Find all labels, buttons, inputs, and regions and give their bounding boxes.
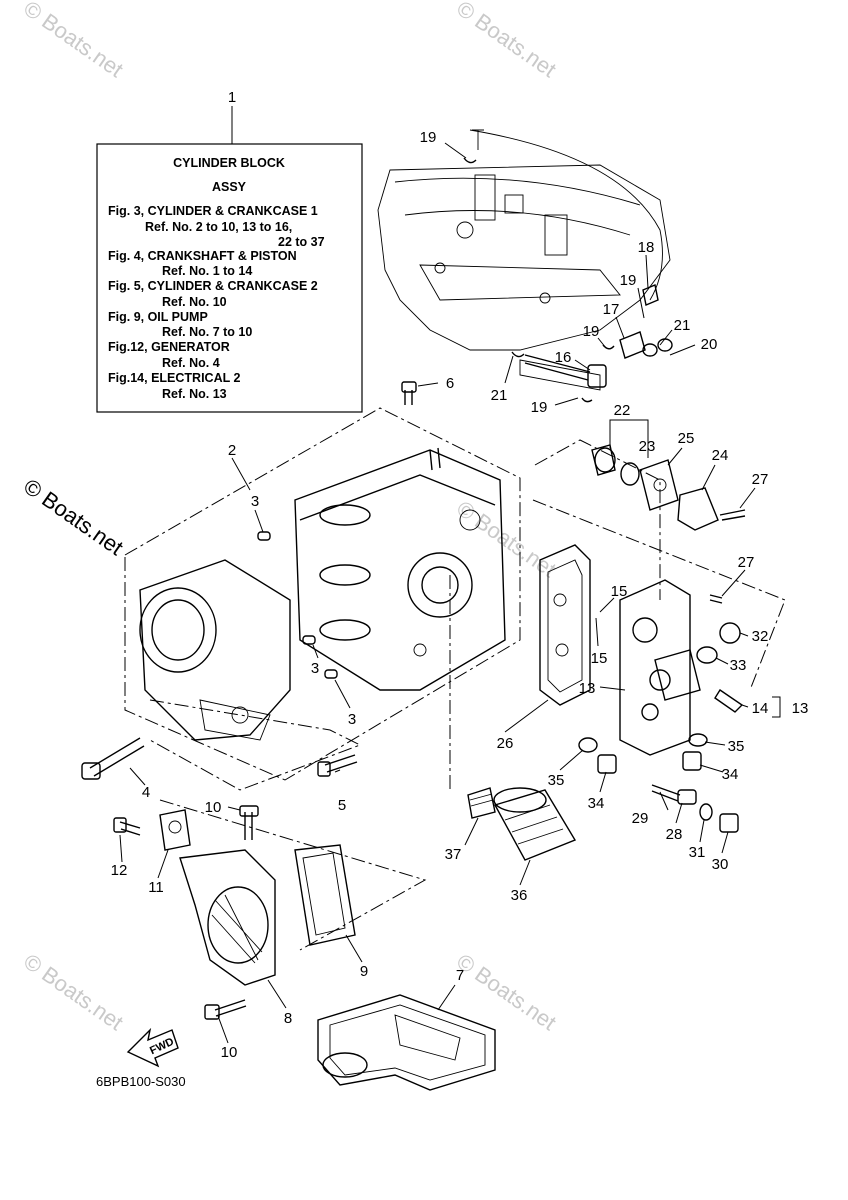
thermostat-parts — [591, 444, 746, 531]
callout-3: 3 — [311, 660, 319, 677]
callout-12: 12 — [111, 862, 128, 879]
callout-7: 7 — [456, 967, 464, 984]
callout-29: 29 — [632, 810, 649, 827]
callout-30: 30 — [712, 856, 729, 873]
callout-20: 20 — [701, 336, 718, 353]
callout-34: 34 — [588, 795, 605, 812]
callout-5: 5 — [338, 797, 346, 814]
callout-8: 8 — [284, 1010, 292, 1027]
callout-17: 17 — [603, 301, 620, 318]
callout-16: 16 — [555, 349, 572, 366]
cover-13 — [619, 579, 701, 756]
callout-23: 23 — [639, 438, 656, 455]
callout-28: 28 — [666, 826, 683, 843]
cylinder-head — [139, 559, 291, 741]
callout-22: 22 — [614, 402, 631, 419]
callout-34: 34 — [722, 766, 739, 783]
callout-14: 14 — [752, 700, 769, 717]
cylinder-block — [294, 447, 506, 691]
pump-housing — [113, 805, 356, 1020]
box-line: Fig. 9, OIL PUMP — [108, 310, 208, 324]
box-line: 22 to 37 — [278, 235, 325, 249]
gasket-26 — [539, 544, 591, 706]
oil-filter — [467, 787, 577, 861]
box-line: Ref. No. 13 — [162, 387, 227, 401]
callout-2: 2 — [228, 442, 236, 459]
callout-11: 11 — [148, 879, 164, 896]
callout-21: 21 — [674, 317, 691, 334]
box-line: Ref. No. 2 to 10, 13 to 16, — [145, 220, 292, 234]
box-line: Fig. 3, CYLINDER & CRANKCASE 1 — [108, 204, 318, 218]
leader-lines — [119, 142, 781, 1044]
callout-3: 3 — [251, 493, 259, 510]
callout-32: 32 — [752, 628, 769, 645]
box-title: CYLINDER BLOCK — [173, 156, 285, 170]
fwd-arrow: FWD — [126, 1027, 179, 1068]
box-line: Ref. No. 1 to 14 — [162, 264, 252, 278]
box-line: Fig. 5, CYLINDER & CRANKCASE 2 — [108, 279, 318, 293]
callout-21: 21 — [491, 387, 508, 404]
callout-19: 19 — [620, 272, 637, 289]
box-line: Fig.12, GENERATOR — [108, 340, 230, 354]
callout-3: 3 — [348, 711, 356, 728]
callout-15: 15 — [611, 583, 628, 600]
box-line: Fig. 4, CRANKSHAFT & PISTON — [108, 249, 297, 263]
callout-18: 18 — [638, 239, 655, 256]
watermark: © Boats.net — [19, 0, 128, 82]
callout-37: 37 — [445, 846, 462, 863]
callout-6: 6 — [446, 375, 454, 392]
callout-25: 25 — [678, 430, 695, 447]
callout-35: 35 — [728, 738, 745, 755]
callout-31: 31 — [689, 844, 706, 861]
callout-33: 33 — [730, 657, 747, 674]
callout-24: 24 — [712, 447, 729, 464]
callout-4: 4 — [142, 784, 150, 801]
watermark: © Boats.net — [19, 949, 128, 1036]
callout-26: 26 — [497, 735, 514, 752]
diagram-code: 6BPB100-S030 — [96, 1074, 186, 1089]
callout-36: 36 — [511, 887, 528, 904]
box-line: Ref. No. 10 — [162, 295, 227, 309]
callout-19: 19 — [583, 323, 600, 340]
watermark: © Boats.net — [452, 0, 561, 82]
callouts: 19 18 19 17 21 20 19 16 21 19 6 22 23 25… — [111, 129, 809, 1061]
box-line: Fig.14, ELECTRICAL 2 — [108, 371, 240, 385]
callout-35: 35 — [548, 772, 565, 789]
watermark: © Boats.net — [452, 949, 561, 1036]
box-subtitle: ASSY — [212, 180, 247, 194]
callout-10: 10 — [221, 1044, 238, 1061]
callout-9: 9 — [360, 963, 368, 980]
dashed-assembly-lines — [124, 407, 786, 951]
callout-19: 19 — [420, 129, 437, 146]
callout-13: 13 — [792, 700, 809, 717]
callout-13: 13 — [579, 680, 596, 697]
callout-1: 1 — [228, 89, 236, 106]
box-line: Ref. No. 7 to 10 — [162, 325, 252, 339]
reference-box: 1 CYLINDER BLOCK ASSY Fig. 3, CYLINDER &… — [96, 89, 363, 413]
dowel-pins — [257, 531, 338, 679]
callout-10: 10 — [205, 799, 222, 816]
callout-15: 15 — [591, 650, 608, 667]
callout-19: 19 — [531, 399, 548, 416]
callout-27: 27 — [738, 554, 755, 571]
gasket-7 — [317, 994, 496, 1091]
box-line: Ref. No. 4 — [162, 356, 220, 370]
engine-outline — [377, 129, 671, 391]
bolts — [81, 381, 744, 833]
callout-27: 27 — [752, 471, 769, 488]
watermark: © Boats.net — [19, 474, 128, 561]
